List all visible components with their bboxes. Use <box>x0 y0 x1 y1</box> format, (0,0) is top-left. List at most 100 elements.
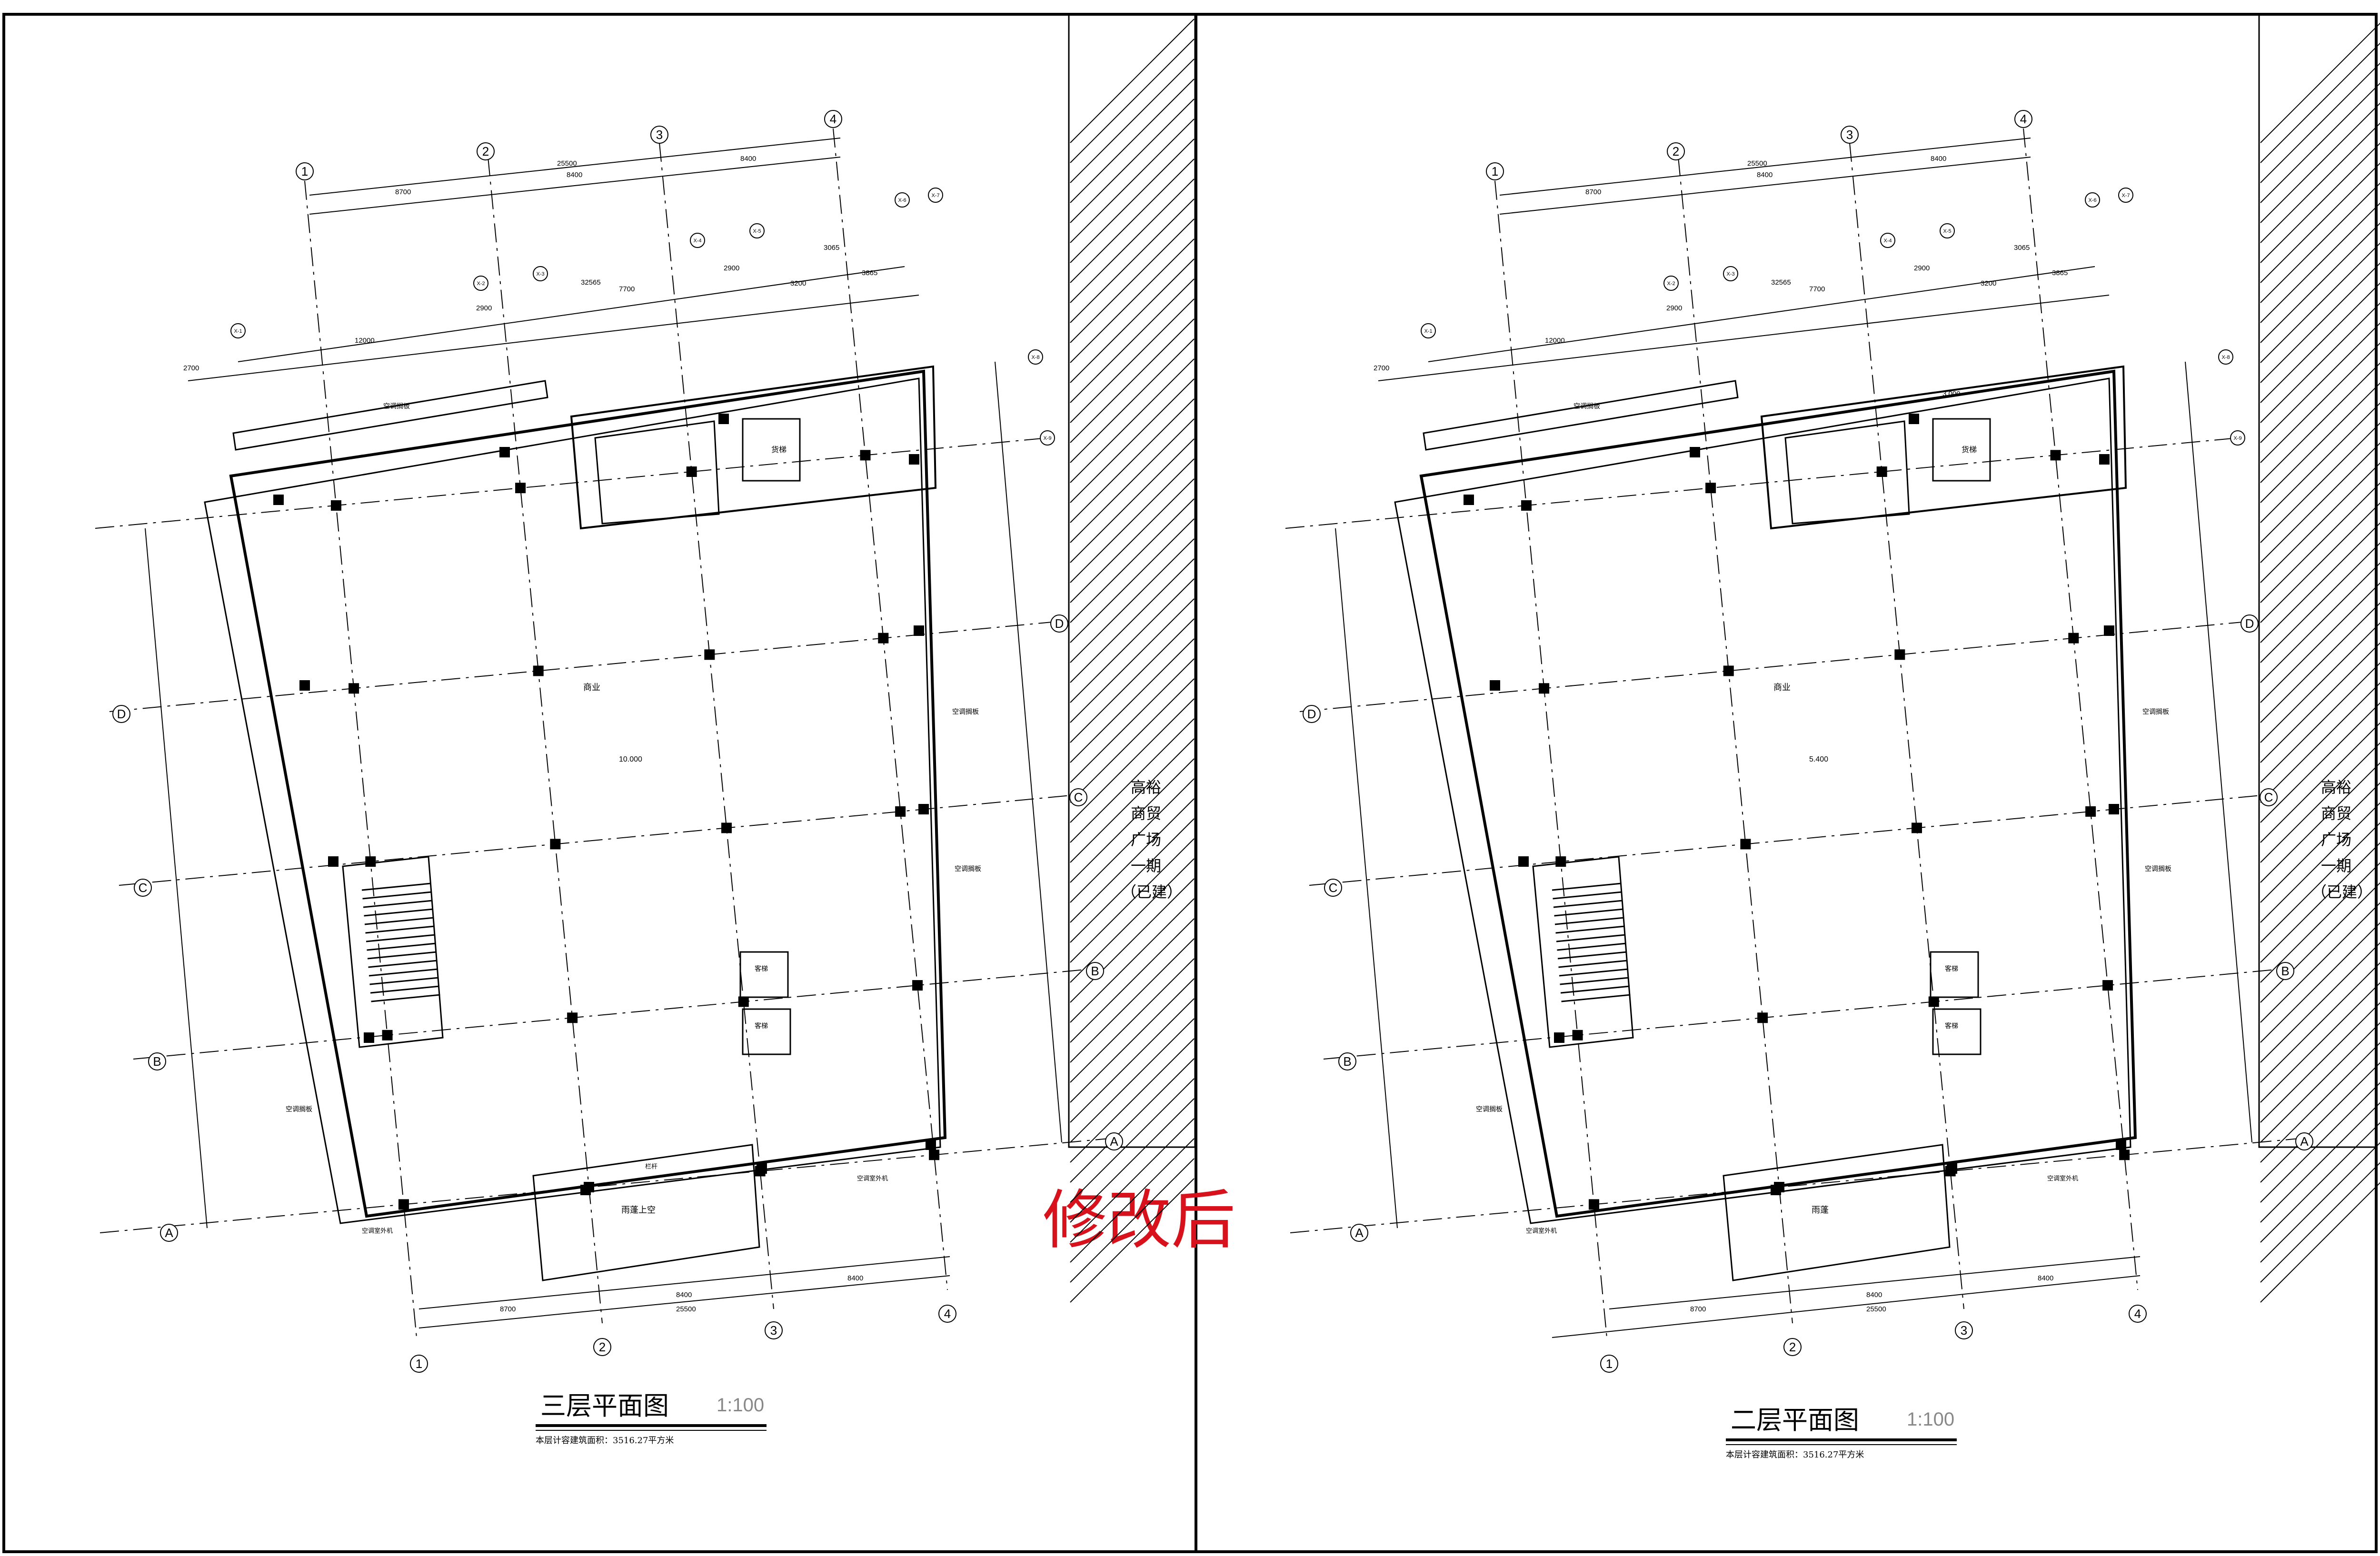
svg-text:2700: 2700 <box>183 364 199 372</box>
axis-bubble <box>2295 1132 2313 1150</box>
axis-label: A <box>165 1226 173 1240</box>
axis-bubble <box>2230 430 2245 446</box>
axis-bubbles: 12341234ABCDABCDX-1X-2X-3X-4X-5X-6X-7X-8… <box>112 110 1123 1373</box>
hatch-line <box>2260 162 2380 283</box>
svg-text:3200: 3200 <box>790 279 806 287</box>
label-ac-shelf: 空调搁板 <box>1573 403 1600 410</box>
axis-label: 4 <box>830 112 836 126</box>
axis-bubble <box>1040 430 1055 446</box>
hatch-line <box>2260 422 2380 543</box>
svg-text:3065: 3065 <box>824 244 839 252</box>
hatch-line <box>2260 782 2380 903</box>
plan-scale: 1:100 <box>717 1395 764 1416</box>
hatch-line <box>2260 522 2380 643</box>
hatch-line <box>2260 1022 2380 1143</box>
axis-label: 1 <box>416 1357 422 1371</box>
column <box>918 804 929 814</box>
label-elevator: 客梯 <box>1945 1022 1958 1030</box>
column <box>1490 680 1500 691</box>
axis-bubbles: 12341234ABCDABCDX-1X-2X-3X-4X-5X-6X-7X-8… <box>1303 110 2313 1373</box>
hatch-line <box>1070 698 1195 823</box>
svg-text:25500: 25500 <box>676 1305 696 1313</box>
hatch-line <box>2260 62 2380 183</box>
hatch-line <box>2260 302 2380 423</box>
svg-text:7700: 7700 <box>1809 285 1825 293</box>
hatch-line <box>2260 722 2380 843</box>
axis-grid <box>1285 128 2310 1338</box>
svg-text:25500: 25500 <box>1747 159 1767 168</box>
column <box>299 680 310 691</box>
hatch-line <box>1070 738 1195 863</box>
neighbor-building-hatch <box>1068 13 1196 1303</box>
axis-bubble <box>2129 1305 2147 1323</box>
stair-tread <box>1554 908 1623 917</box>
stair-tread <box>1556 934 1626 942</box>
svg-text:8400: 8400 <box>676 1291 692 1299</box>
column <box>1723 665 1734 676</box>
axis-label: B <box>153 1054 161 1069</box>
axis-bubble <box>2276 962 2294 980</box>
elevator-core <box>1930 418 1991 1055</box>
hatch-line <box>2260 482 2380 603</box>
axis-bubble <box>938 1305 956 1323</box>
axis-label: D <box>1307 707 1316 721</box>
structural-columns <box>1464 414 2130 1210</box>
axis-bubble <box>1723 266 1738 281</box>
stair-tread <box>1557 942 1626 951</box>
stair-top <box>1784 420 1910 525</box>
hatch-line <box>2260 322 2380 443</box>
axis-label: C <box>2264 790 2273 804</box>
neighbor-building-hatch <box>2258 13 2380 1303</box>
axis-label: A <box>1355 1226 1364 1240</box>
axis-label: 2 <box>599 1340 606 1354</box>
axis-label: 1 <box>1492 164 1498 178</box>
axis-label: B <box>1091 964 1099 978</box>
axis-label: 4 <box>2134 1307 2141 1321</box>
hatch-line <box>1070 1098 1195 1223</box>
label-elevator: 货梯 <box>771 445 787 454</box>
stair-tread <box>1553 891 1622 900</box>
axis-label: X-6 <box>898 198 906 203</box>
hatch-line <box>2260 82 2380 203</box>
column <box>1928 996 1939 1007</box>
axis-label: 2 <box>1673 144 1679 159</box>
svg-text:8400: 8400 <box>1866 1291 1882 1299</box>
column <box>718 414 729 424</box>
column <box>567 1012 578 1023</box>
svg-text:广场: 广场 <box>2321 831 2351 849</box>
column <box>1705 483 1716 494</box>
svg-text:7700: 7700 <box>619 285 635 293</box>
axis-bubble <box>765 1321 783 1339</box>
hatch-line <box>1070 1138 1195 1263</box>
column <box>2109 804 2119 814</box>
hatch-line <box>2260 562 2380 683</box>
axis-bubble <box>230 323 246 338</box>
axis-label: X-2 <box>1667 281 1675 287</box>
svg-text:12000: 12000 <box>355 337 375 345</box>
stair-tread <box>363 900 433 908</box>
stair-tread <box>364 917 434 925</box>
hatch-line <box>1070 438 1195 563</box>
stair-tread <box>1559 968 1629 977</box>
stair-left <box>1532 856 1634 1048</box>
label-ac-outdoor: 空调室外机 <box>857 1175 888 1182</box>
svg-text:高裕: 高裕 <box>1131 778 1161 796</box>
area-note: 本层计容建筑面积：3516.27平方米 <box>536 1436 674 1446</box>
column <box>757 1163 767 1174</box>
hatch-line <box>1070 938 1195 1063</box>
axis-bubble <box>1667 142 1685 160</box>
hatch-line <box>1070 998 1195 1123</box>
svg-text:2900: 2900 <box>476 304 492 312</box>
column <box>878 633 889 644</box>
stair-tread <box>361 882 431 891</box>
column <box>1555 856 1566 867</box>
hatch-line <box>1070 858 1195 983</box>
hatch-line <box>1070 558 1195 683</box>
axis-label: X-5 <box>1943 228 1951 234</box>
stair-tread <box>370 985 440 994</box>
hatch-line <box>2260 1182 2380 1303</box>
hatch-line <box>2260 542 2380 663</box>
column <box>721 823 732 833</box>
label-ac-outdoor: 空调室外机 <box>362 1227 393 1235</box>
dimension-text: 25500 8700 8400 8400 25500 8700 8400 840… <box>1374 155 2068 1313</box>
